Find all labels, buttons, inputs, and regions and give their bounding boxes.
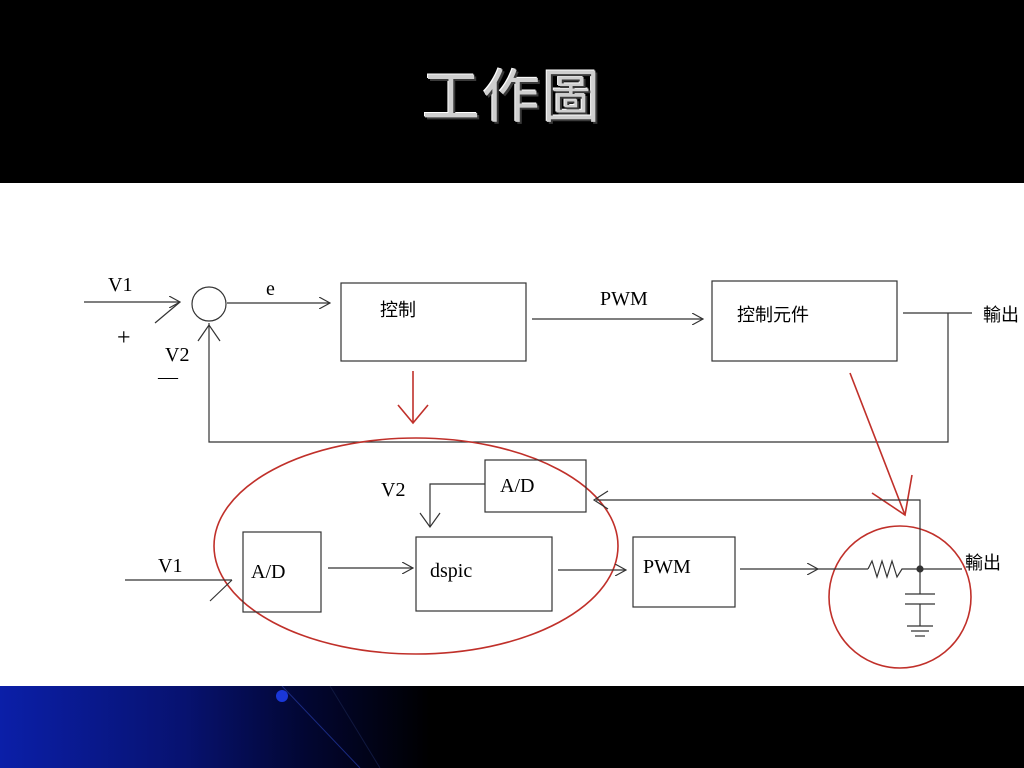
dsp-highlight-ellipse (213, 437, 619, 655)
dsp-label: dspic (430, 560, 472, 582)
highlight-annotations (213, 371, 972, 669)
adc2-box (484, 459, 587, 513)
bottom-v1-arrow-tail (209, 579, 233, 602)
adc2-label: A/D (500, 475, 534, 497)
minus-sign: — (157, 366, 179, 388)
top-control-loop (84, 280, 972, 443)
summing-junction (191, 286, 227, 322)
adc1-label: A/D (251, 561, 285, 583)
top-v1-label: V1 (108, 274, 132, 296)
adc2-to-dsp-arrowhead (419, 512, 441, 529)
dsp-box (415, 536, 553, 612)
footer-accent-line (281, 686, 361, 768)
adc1-box (242, 531, 322, 613)
bottom-output-label: 輸出 (965, 553, 1001, 574)
feedback-path (208, 313, 949, 443)
actuator-label: 控制元件 (737, 305, 809, 326)
footer-bar (0, 686, 1024, 768)
adc2-to-dsp-path (429, 483, 485, 527)
output-feedback-path (596, 499, 921, 569)
output-filter-highlight-circle (828, 525, 972, 669)
controller-label: 控制 (380, 300, 416, 321)
feedback-arrowhead (197, 323, 221, 342)
controller-zoom-arrowhead (397, 404, 429, 425)
top-v2-label: V2 (165, 344, 189, 366)
controller-box (340, 282, 527, 362)
bottom-v1-label: V1 (158, 555, 182, 577)
footer-dot (276, 690, 288, 702)
bottom-pwm-label: PWM (643, 556, 691, 578)
plus-sign: + (117, 325, 131, 351)
actuator-box (711, 280, 898, 362)
error-label: e (266, 278, 275, 300)
footer-decoration (276, 686, 381, 768)
block-diagram: V1 + V2 — e 控制 PWM 控制元件 輸出 (84, 274, 1019, 669)
top-pwm-label: PWM (600, 288, 648, 310)
bottom-v2-label: V2 (381, 479, 405, 501)
output-feedback-arrowhead (592, 490, 609, 510)
top-output-label: 輸出 (983, 305, 1019, 326)
bottom-detail (125, 459, 962, 637)
footer-accent-line-2 (329, 686, 381, 768)
actuator-zoom-arrow (849, 372, 906, 516)
filter-resistor (867, 558, 920, 580)
pwm-box (632, 536, 736, 608)
slide-title: 工作圖 (421, 62, 602, 131)
diagram-panel: V1 + V2 — e 控制 PWM 控制元件 輸出 (0, 183, 1024, 686)
v1-input-arrow-tail (154, 301, 181, 324)
